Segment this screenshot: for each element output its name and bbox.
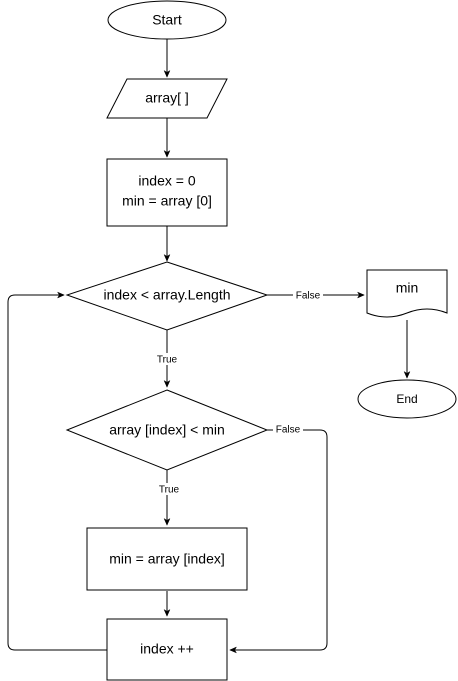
init-label-line2: min = array [0] bbox=[122, 193, 212, 209]
init-process-shape bbox=[106, 158, 228, 227]
edge-compare-false bbox=[230, 429, 328, 650]
start-label: Start bbox=[152, 12, 182, 28]
compare-decision-shape bbox=[65, 389, 269, 471]
output-label: min bbox=[396, 280, 419, 296]
increment-process-shape bbox=[106, 618, 228, 681]
output-document-shape bbox=[366, 269, 448, 318]
assign-label: min = array [index] bbox=[109, 551, 225, 567]
edge-labels: False True True False bbox=[153, 289, 323, 496]
edge-label-loop-false: False bbox=[296, 291, 321, 302]
input-label: array[ ] bbox=[145, 90, 189, 106]
edge-label-compare-true: True bbox=[159, 485, 180, 496]
node-output: min bbox=[366, 269, 448, 318]
edge-label-loop-true: True bbox=[157, 355, 178, 366]
terminator-end-shape bbox=[357, 379, 457, 419]
compare-label: array [index] < min bbox=[109, 422, 225, 438]
node-increment: index ++ bbox=[106, 618, 228, 681]
end-label: End bbox=[396, 392, 417, 406]
input-parallelogram-shape bbox=[106, 78, 228, 119]
loop-check-decision-shape bbox=[65, 261, 269, 331]
node-assign: min = array [index] bbox=[86, 527, 248, 591]
edge-label-compare-false: False bbox=[276, 425, 301, 436]
assign-process-shape bbox=[86, 527, 248, 591]
node-end: End bbox=[357, 379, 457, 419]
terminator-start-shape bbox=[107, 0, 227, 40]
loop-check-label: index < array.Length bbox=[104, 287, 231, 303]
init-label-line1: index = 0 bbox=[138, 173, 195, 189]
node-compare: array [index] < min bbox=[65, 389, 269, 471]
node-init: index = 0 min = array [0] bbox=[106, 158, 228, 227]
edge-increment-loop-back bbox=[7, 295, 107, 651]
node-loop-check: index < array.Length bbox=[65, 261, 269, 331]
node-input: array[ ] bbox=[106, 78, 228, 119]
increment-label: index ++ bbox=[140, 641, 194, 657]
node-start: Start bbox=[107, 0, 227, 40]
